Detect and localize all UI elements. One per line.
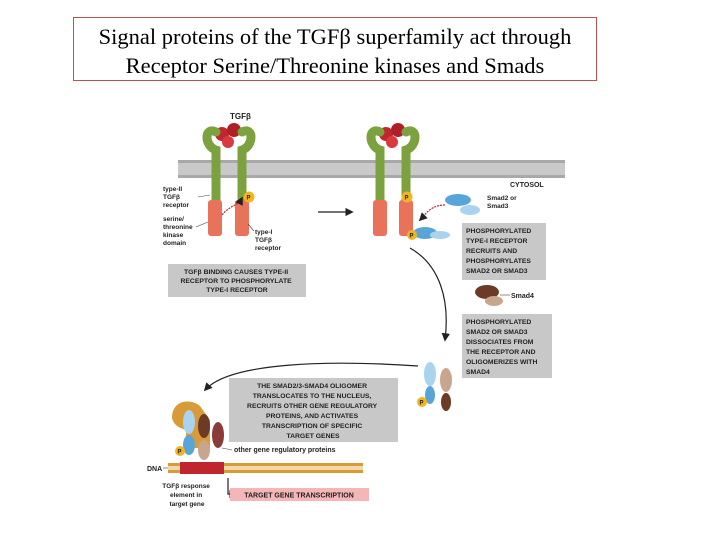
smad4-label: Smad4 xyxy=(511,293,534,300)
step-4-text: THE SMAD2/3-SMAD4 OLIGOMER TRANSLOCATES … xyxy=(247,383,379,440)
type-i-receptor-right xyxy=(399,126,420,236)
slide-title: Signal proteins of the TGFβ superfamily … xyxy=(73,17,597,81)
phosphate-icon xyxy=(401,191,413,203)
tgfb-ligand-right xyxy=(379,123,405,148)
phosphate-label: P xyxy=(247,196,251,202)
kinase-domain-label: serine/ threonine kinase domain xyxy=(163,216,194,247)
step-3-box xyxy=(462,314,552,378)
title-line-1: Signal proteins of the TGFβ superfamily … xyxy=(98,24,572,49)
phosphate-label: P xyxy=(420,401,424,407)
smad23-bound xyxy=(413,227,450,239)
smad-oligomer xyxy=(424,362,452,411)
type-ii-receptor-label: type-II TGFβ receptor xyxy=(163,186,189,209)
step-2-text: PHOSPHORYLATED TYPE-I RECEPTOR RECRUITS … xyxy=(466,228,533,275)
phosphate-label: P xyxy=(410,234,414,240)
phosphate-icon xyxy=(243,191,255,203)
phosphate-label: P xyxy=(405,196,409,202)
nuclear-transcription-complex xyxy=(172,401,224,460)
tgfb-ligand-left xyxy=(215,123,241,148)
step-arrow-2 xyxy=(409,247,450,342)
cytosol-label: CYTOSOL xyxy=(510,182,544,189)
tgfb-ligand-label: TGFβ xyxy=(230,112,251,121)
type-i-receptor-left xyxy=(235,126,256,236)
smad23-protein xyxy=(445,194,480,215)
phosphate-label: P xyxy=(178,450,182,456)
step-arrow-3 xyxy=(203,362,419,392)
type-i-receptor-label: type-I TGFβ receptor xyxy=(255,229,281,252)
dna-strand xyxy=(168,462,363,474)
step-4-box xyxy=(229,378,398,442)
response-element-label: TGFβ response element in target gene xyxy=(162,483,211,508)
step-2-box xyxy=(462,223,546,280)
title-line-2: Receptor Serine/Threonine kinases and Sm… xyxy=(125,53,545,78)
step-1-text: TGFβ BINDING CAUSES TYPE-II RECEPTOR TO … xyxy=(180,269,293,294)
transcription-box xyxy=(230,488,369,501)
step-1-box xyxy=(168,264,306,297)
type-ii-receptor-left xyxy=(202,126,222,236)
dna-label: DNA xyxy=(147,466,162,473)
smad4-protein xyxy=(475,285,503,306)
other-regulatory-label: other gene regulatory proteins xyxy=(234,447,336,454)
transcription-label: TARGET GENE TRANSCRIPTION xyxy=(244,493,354,500)
smad23-label: Smad2 or Smad3 xyxy=(487,195,518,210)
type-ii-receptor-right xyxy=(366,126,387,236)
step-3-text: PHOSPHORYLATED SMAD2 OR SMAD3 DISSOCIATE… xyxy=(466,319,539,376)
plasma-membrane xyxy=(178,160,565,178)
